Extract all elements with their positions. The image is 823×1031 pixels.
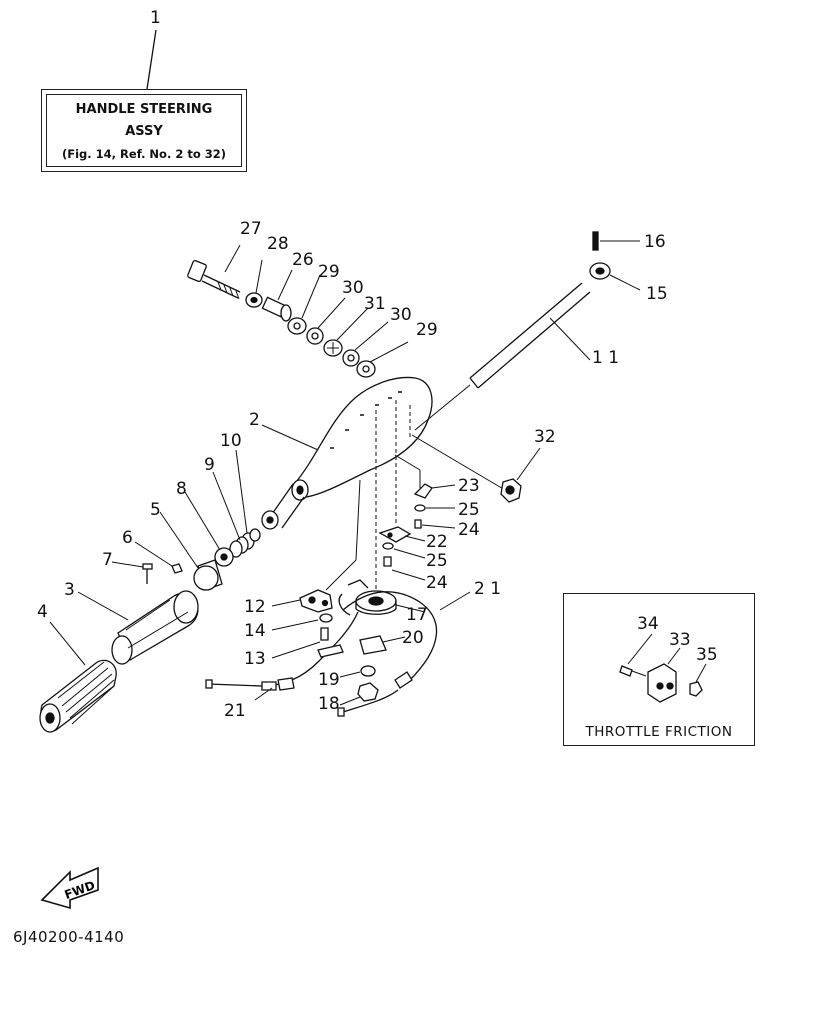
- part-30b: 30: [390, 305, 412, 325]
- part-18: 18: [318, 694, 340, 714]
- ref-1: 1: [150, 8, 161, 28]
- fwd-arrow-icon: [40, 866, 99, 910]
- part-3: 3: [64, 580, 75, 600]
- part-27: 27: [240, 219, 262, 239]
- part-24b: 24: [426, 573, 448, 593]
- screw-7: [111, 561, 153, 584]
- part-17: 17: [406, 605, 428, 625]
- part-4: 4: [37, 602, 48, 622]
- handle-body-2: [261, 376, 433, 530]
- part-34: 34: [637, 614, 659, 634]
- part-9: 9: [204, 455, 215, 475]
- shaft-11-edge-a: [469, 282, 583, 379]
- throttle-friction-parts: [619, 633, 707, 703]
- part-19: 19: [318, 670, 340, 690]
- part-22: 22: [426, 532, 448, 552]
- throttle-friction-caption: THROTTLE FRICTION: [585, 724, 733, 740]
- assembly-reference: (Fig. 14, Ref. No. 2 to 32): [62, 147, 226, 161]
- part-29b: 29: [416, 320, 438, 340]
- bracket-12: [271, 589, 333, 613]
- part-28: 28: [267, 234, 289, 254]
- throttle-friction-box: THROTTLE FRICTION: [563, 593, 755, 746]
- part-13: 13: [244, 649, 266, 669]
- spring-10: [229, 449, 255, 558]
- part-8: 8: [176, 479, 187, 499]
- part-15: 15: [646, 284, 668, 304]
- part-30a: 30: [342, 278, 364, 298]
- leader-11: [549, 317, 591, 361]
- part-33: 33: [669, 630, 691, 650]
- part-14: 14: [244, 621, 266, 641]
- bolt-27: [187, 244, 241, 300]
- part-25b: 25: [426, 551, 448, 571]
- part-25a: 25: [458, 500, 480, 520]
- nut-32: [500, 447, 541, 503]
- part-26: 26: [292, 250, 314, 270]
- part-12: 12: [244, 597, 266, 617]
- catalog-code: 6J40200-4140: [13, 928, 125, 946]
- part-6: 6: [122, 528, 133, 548]
- part-7: 7: [102, 550, 113, 570]
- assembly-title: HANDLE STEERING: [75, 102, 213, 117]
- part-35: 35: [696, 645, 718, 665]
- grip-4: [39, 621, 117, 733]
- shaft-11-edge-b: [477, 291, 591, 389]
- part-10: 10: [220, 431, 242, 451]
- pin-16: [592, 231, 599, 251]
- part-23: 23: [458, 476, 480, 496]
- part-24a: 24: [458, 520, 480, 540]
- part-16: 16: [644, 232, 666, 252]
- throttle-cables-21: [205, 579, 471, 717]
- part-2: 2: [249, 410, 260, 430]
- leader-1: [146, 29, 157, 90]
- assembly-box: HANDLE STEERING ASSY (Fig. 14, Ref. No. …: [41, 89, 247, 172]
- part-21b: 21: [224, 701, 246, 721]
- part-11: 1 1: [592, 348, 620, 368]
- part-32: 32: [534, 427, 556, 447]
- part-20: 20: [402, 628, 424, 648]
- part-29a: 29: [318, 262, 340, 282]
- part-5: 5: [150, 500, 161, 520]
- assembly-subtitle: ASSY: [125, 124, 163, 139]
- part-21a: 2 1: [474, 579, 502, 599]
- throttle-shaft-3: [77, 590, 199, 665]
- part-31: 31: [364, 294, 386, 314]
